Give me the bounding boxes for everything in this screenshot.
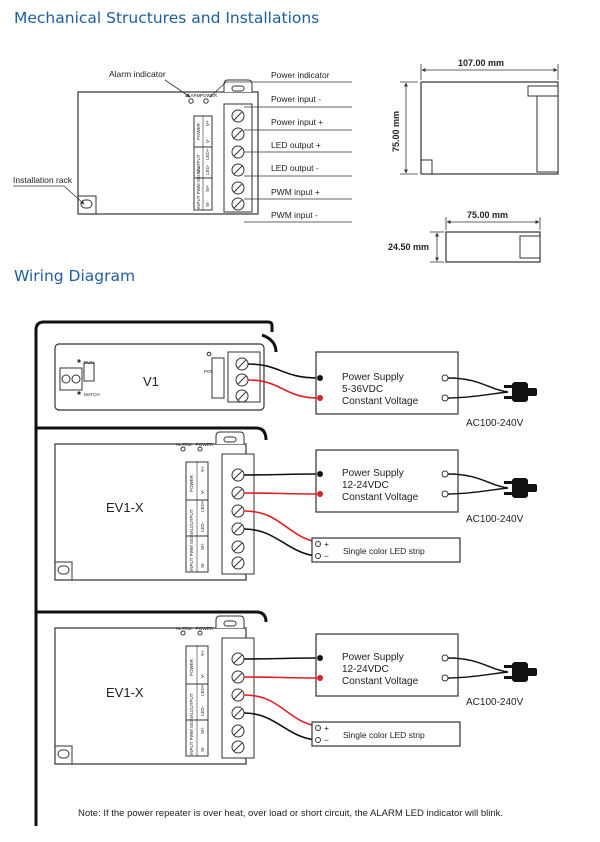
dim-top-width: 75.00 mm — [467, 210, 508, 220]
ev1b-ledminus: LED- — [200, 705, 205, 716]
callout-led-output-plus: LED output + — [271, 140, 321, 150]
power-supply-1: Power Supply 5-36VDC Constant Voltage AC… — [315, 351, 537, 429]
v1-controller: RUN MATCH V1 POWER — [54, 343, 265, 411]
ev1b-vplus: V+ — [200, 650, 205, 656]
wiring-heading: Wiring Diagram — [14, 267, 136, 285]
led2-minus: − — [324, 735, 329, 745]
ev1a-model: EV1-X — [106, 500, 144, 515]
callout-power-indicator: Power indicator — [271, 70, 330, 80]
ac-plug-icon — [504, 662, 537, 682]
ps3-line3: Constant Voltage — [342, 676, 419, 687]
led2-label: Single color LED strip — [343, 730, 425, 740]
panel-sigplus: SI+ — [205, 185, 210, 192]
panel-ledminus: LED- — [205, 164, 210, 175]
dim-top-height: 24.50 mm — [388, 242, 429, 252]
led1-label: Single color LED strip — [343, 546, 425, 556]
ac-plug-icon — [504, 478, 537, 498]
ev1a-power: POWER — [196, 442, 214, 447]
callout-pwm-input-plus: PWM input + — [271, 187, 320, 197]
callout-installation-rack: Installation rack — [13, 175, 73, 185]
ev1b-sigplus: SI+ — [200, 727, 205, 734]
ev1a-alarm: ALARM — [176, 442, 192, 447]
ev1-unit-2: ALARM POWER POWER OUTPUT INPUT PWM SIGNA… — [54, 615, 255, 765]
ev1b-alarm: ALARM — [176, 626, 192, 631]
top-view: 75.00 mm 24.50 mm — [388, 210, 541, 263]
panel-input-group: INPUT PWM SIGNAL — [196, 165, 201, 209]
ps2-line2: 12-24VDC — [342, 480, 389, 491]
dim-side-height: 75.00 mm — [391, 111, 401, 152]
ps1-ac: AC100-240V — [466, 418, 524, 429]
panel-ledplus: LED+ — [205, 148, 210, 160]
ev1b-output-group: OUTPUT — [189, 693, 194, 712]
panel-alarm-label: ALARM — [185, 93, 201, 98]
ev1a-input-group: INPUT PWM SIGNAL — [189, 527, 194, 571]
ev1a-sigminus: SI- — [200, 562, 205, 568]
ev1a-output-group: OUTPUT — [189, 509, 194, 528]
ev1b-sigminus: SI- — [200, 746, 205, 752]
v1-model: V1 — [143, 374, 159, 389]
signal-cable — [34, 320, 278, 826]
callouts: Alarm indicator Installation rack Power … — [13, 69, 352, 223]
panel-vplus: V+ — [205, 120, 210, 126]
led-strip-1: + − Single color LED strip — [311, 537, 461, 563]
ps1-line3: Constant Voltage — [342, 396, 419, 407]
power-led-icon — [203, 98, 209, 104]
ev1b-input-group: INPUT PWM SIGNAL — [189, 711, 194, 755]
panel-output-group: OUTPUT — [196, 154, 201, 173]
ev1b-ledplus: LED+ — [200, 684, 205, 696]
ev1a-vminus: V- — [200, 489, 205, 494]
callout-led-output-minus: LED output - — [271, 163, 319, 173]
ev1-unit-1: ALARM POWER POWER OUTPUT INPUT PWM SIGNA… — [54, 431, 255, 581]
callout-pwm-input-minus: PWM input - — [271, 210, 318, 220]
dim-side-width: 107.00 mm — [458, 58, 504, 68]
ev1a-ledminus: LED- — [200, 521, 205, 532]
mechanical-heading: Mechanical Structures and Installations — [14, 9, 320, 27]
v1-run-label: RUN — [84, 360, 94, 365]
ps1-line2: 5-36VDC — [342, 384, 383, 395]
ac-plug-icon — [504, 382, 537, 402]
ev1a-vplus: V+ — [200, 466, 205, 472]
ev1b-vminus: V- — [200, 673, 205, 678]
ps1-line1: Power Supply — [342, 372, 404, 383]
side-view: 107.00 mm 75.00 mm — [391, 58, 559, 175]
callout-power-input-minus: Power input - — [271, 94, 321, 104]
callout-power-input-plus: Power input + — [271, 117, 323, 127]
ps3-ac: AC100-240V — [466, 697, 524, 708]
ev1a-sigplus: SI+ — [200, 543, 205, 550]
ev1b-power: POWER — [196, 626, 214, 631]
alarm-led-icon — [188, 98, 194, 104]
ps2-line1: Power Supply — [342, 468, 404, 479]
led1-plus: + — [324, 539, 329, 549]
led-strip-2: + − Single color LED strip — [311, 721, 461, 747]
ev1b-power-group: POWER — [189, 658, 194, 676]
v1-match-label: MATCH — [84, 392, 100, 397]
power-supply-2: Power Supply 12-24VDC Constant Voltage A… — [315, 449, 537, 525]
power-wires — [243, 363, 319, 741]
ev1a-power-group: POWER — [189, 474, 194, 492]
footer-note: Note: If the power repeater is over heat… — [78, 808, 504, 819]
panel-power-label: POWER — [200, 93, 218, 98]
ev1b-model: EV1-X — [106, 685, 144, 700]
callout-alarm-indicator: Alarm indicator — [109, 69, 166, 79]
front-view: ALARM POWER POWER OUTPUT INPUT PWM SIGNA… — [77, 79, 259, 215]
ps2-line3: Constant Voltage — [342, 492, 419, 503]
panel-power-group: POWER — [196, 122, 201, 140]
ps3-line1: Power Supply — [342, 652, 404, 663]
panel-vminus: V- — [205, 138, 210, 143]
led1-minus: − — [324, 551, 329, 561]
ev1a-ledplus: LED+ — [200, 500, 205, 512]
ps2-ac: AC100-240V — [466, 514, 524, 525]
led2-plus: + — [324, 723, 329, 733]
panel-sigminus: SI- — [205, 201, 210, 207]
power-supply-3: Power Supply 12-24VDC Constant Voltage A… — [315, 633, 537, 708]
ps3-line2: 12-24VDC — [342, 664, 389, 675]
